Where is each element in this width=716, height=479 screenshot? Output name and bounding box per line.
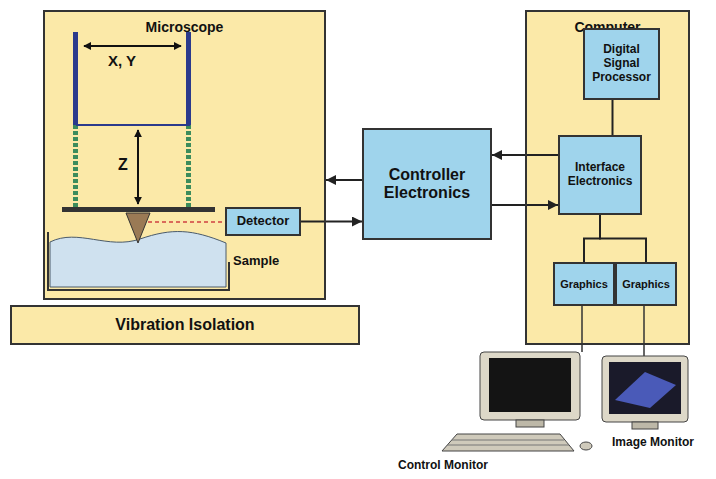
graphics-box: Graphics (553, 262, 615, 306)
scanner-bar (73, 32, 78, 125)
image-monitor (602, 356, 688, 429)
laser-beam (148, 221, 222, 223)
box-label: Graphics (622, 278, 670, 291)
box-label: Controller Electronics (368, 166, 486, 203)
box-label: Detector (237, 214, 290, 229)
probe-tip (126, 213, 150, 243)
connector (600, 215, 646, 262)
panel-title: Microscope (49, 16, 320, 35)
mouse (580, 442, 592, 450)
sample-label: Sample (233, 254, 279, 269)
z-arrow (137, 130, 139, 204)
xy-arrow (84, 45, 181, 47)
detector-box: Detector (225, 207, 301, 236)
microscope-panel: MicroscopeDetector (43, 10, 326, 300)
connector (612, 100, 614, 135)
box-label: Interface Electronics (564, 161, 636, 189)
microscope-ground (43, 10, 326, 300)
dsp-box: Digital Signal Processor (583, 28, 660, 100)
monitor-cable (581, 306, 583, 352)
computer-panel: ComputerDigital Signal ProcessorInterfac… (525, 10, 690, 345)
monitor-stand (632, 422, 658, 429)
cantilever-plate (62, 207, 215, 212)
key-row (447, 445, 569, 446)
monitor-screen (489, 358, 571, 412)
monitor-case (480, 352, 580, 420)
box-label: Vibration Isolation (115, 316, 254, 334)
box-label: Digital Signal Processor (589, 43, 654, 84)
keyboard (442, 434, 574, 451)
connector (301, 221, 362, 223)
scanner-tube (73, 125, 78, 207)
controller-box: Controller Electronics (362, 128, 492, 240)
monitor-label: Image Monitor (612, 436, 694, 450)
monitor-screen (609, 362, 681, 414)
monitor-stand (516, 420, 544, 427)
connector (326, 179, 362, 181)
computer-ground (525, 10, 690, 345)
isolation-band: Vibration Isolation (10, 305, 360, 345)
control-monitor (442, 352, 592, 451)
graphics-box: Graphics (615, 262, 677, 306)
monitor-case (602, 356, 688, 422)
scanner-divider (76, 124, 190, 126)
box-label: Graphics (560, 278, 608, 291)
axis-label: Z (118, 156, 128, 174)
axis-label: X, Y (108, 52, 136, 69)
surface-image (615, 372, 676, 408)
interface-box: Interface Electronics (558, 135, 642, 215)
scanner-bar (186, 32, 191, 125)
monitor-cable (643, 306, 645, 356)
key-row (452, 440, 564, 441)
scanner-tube (186, 125, 191, 207)
connector (584, 215, 600, 262)
monitor-label: Control Monitor (398, 459, 488, 473)
